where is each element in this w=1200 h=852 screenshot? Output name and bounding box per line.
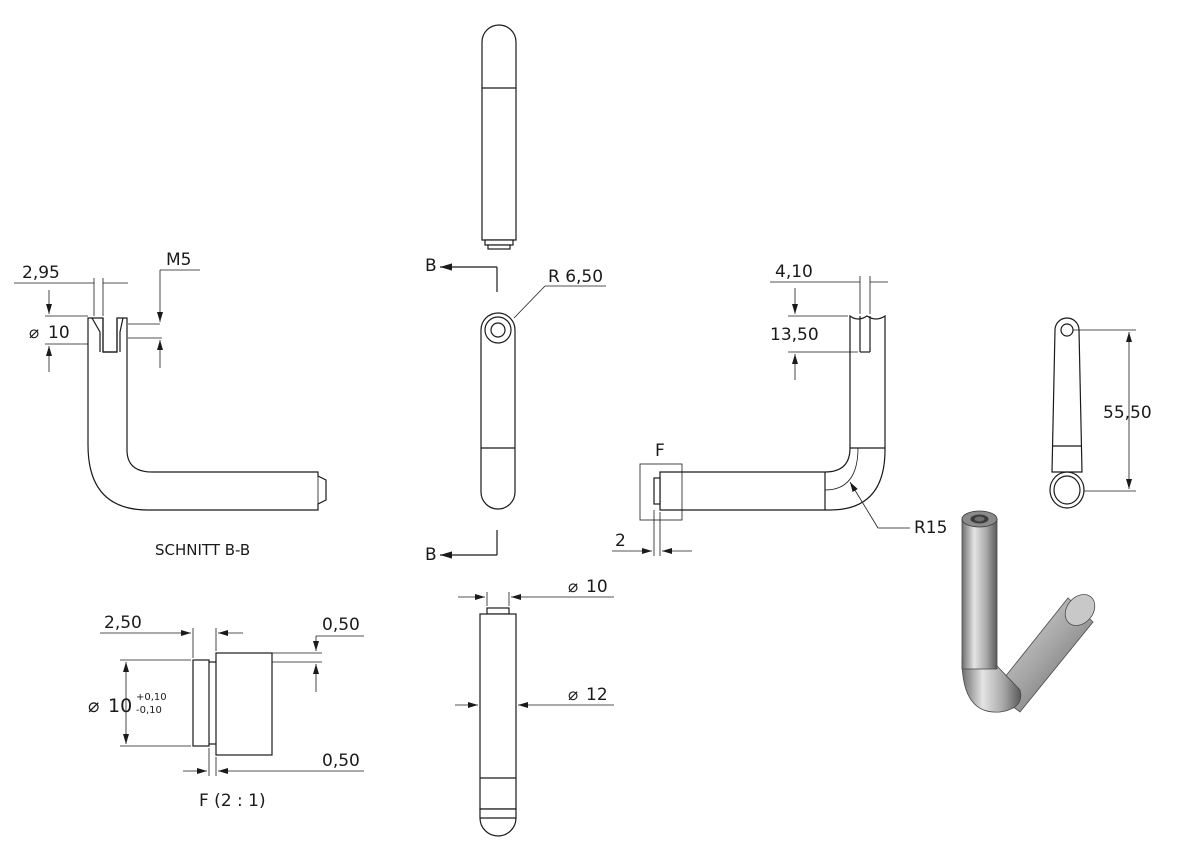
bottom-view-body [479, 613, 517, 810]
section-marker-top: B [425, 256, 437, 276]
detail-tol-lower: -0,10 [136, 705, 162, 716]
front-gap-dim: 2 [615, 531, 626, 551]
side-length-dim: 55,50 [1103, 403, 1152, 423]
detail-tol-upper: +0,10 [136, 692, 167, 703]
detail-marker-f: F [655, 441, 665, 461]
middle-view-body [480, 312, 516, 510]
bottom-dia-large-symbol: ⌀ [568, 685, 578, 705]
section-dia-symbol: ⌀ [29, 323, 39, 343]
detail-view-body [215, 652, 273, 756]
bottom-dia-small-symbol: ⌀ [568, 577, 578, 597]
model-elbow [961, 659, 1022, 713]
side-view-body [1051, 317, 1083, 473]
bottom-dia-large-dim: 12 [586, 685, 608, 705]
detail-dia-symbol: ⌀ [88, 695, 99, 717]
detail-step-top-dim: 0,50 [322, 615, 360, 635]
detail-step-bottom-dim: 0,50 [322, 751, 360, 771]
top-radius-dim: R 6,50 [548, 267, 603, 287]
model-vertical-arm [961, 518, 998, 670]
center-views: B B R 6,50 ⌀ 10 ⌀ 12 [425, 24, 614, 837]
section-thread-dim: M5 [166, 250, 191, 270]
side-view: 55,50 [1049, 317, 1152, 509]
section-dia-dim: 10 [48, 323, 70, 343]
top-view-body [481, 24, 517, 241]
detail-view-f: 2,50 0,50 ⌀ 10 +0,10 -0,10 0,50 F (2 : 1… [88, 613, 364, 811]
section-hatched-body [87, 317, 327, 511]
front-bend-radius-dim: R15 [914, 518, 947, 538]
bottom-dia-small-dim: 10 [586, 577, 608, 597]
detail-width-dim: 2,50 [104, 613, 142, 633]
front-view-body [659, 314, 886, 511]
front-view: F 4,10 13,50 2 R15 [612, 262, 947, 556]
detail-title: F (2 : 1) [199, 791, 266, 811]
isometric-3d-model [961, 510, 1096, 713]
detail-dia-dim: 10 [108, 695, 132, 717]
front-width-dim: 4,10 [775, 262, 813, 282]
front-depth-dim: 13,50 [770, 325, 819, 345]
section-marker-bottom: B [425, 545, 437, 565]
section-title: SCHNITT B-B [155, 541, 250, 559]
section-view-b-b: 2,95 M5 ⌀ 10 SCHNITT B-B [14, 250, 327, 559]
section-width-dim: 2,95 [22, 263, 60, 283]
